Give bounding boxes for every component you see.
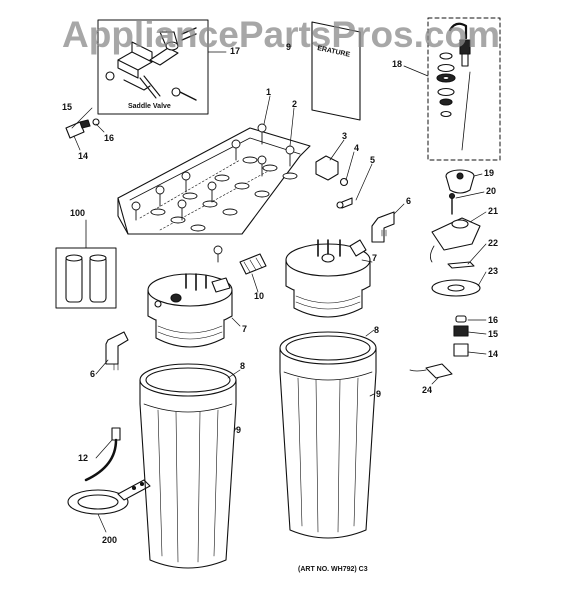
faucet-base-parts [430, 169, 481, 297]
callout-9-manual: 9 [286, 42, 292, 52]
faucet-fittings-right [453, 315, 469, 357]
art-number: (ART NO. WH792) C3 [298, 566, 368, 573]
callout-200: 200 [102, 535, 118, 545]
owners-manual [311, 21, 361, 121]
filter-housing-left [139, 363, 237, 569]
callout-15-right: 15 [488, 329, 499, 339]
filter-head-right [285, 239, 371, 318]
elbow-fitting-right [371, 211, 395, 243]
callout-15-left: 15 [62, 102, 73, 112]
leader-lines [71, 95, 487, 533]
saddle-valve-inset [97, 19, 209, 115]
watermark: AppliancePartsPros.com [62, 14, 500, 55]
callout-21: 21 [488, 206, 499, 216]
filter-cartridges [55, 219, 117, 309]
bracket-fittings [315, 155, 353, 209]
filter-housing-right [279, 331, 377, 539]
callout-6-left: 6 [90, 369, 96, 379]
callout-14-left: 14 [78, 151, 89, 161]
pipe-nipple [239, 253, 267, 275]
callout-9-right: 9 [376, 389, 382, 399]
callout-8-left: 8 [240, 361, 246, 371]
callout-3: 3 [342, 131, 348, 141]
saddle-fittings-left [65, 118, 100, 139]
callout-100: 100 [70, 208, 86, 218]
leak-sensor [409, 363, 453, 379]
callout-20: 20 [486, 186, 497, 196]
tubing [84, 427, 121, 482]
callout-1: 1 [266, 87, 272, 97]
callout-23: 23 [488, 266, 499, 276]
callout-7-right: 7 [372, 253, 378, 263]
callout-17: 17 [230, 46, 241, 56]
callout-2: 2 [292, 99, 298, 109]
callout-7-left: 7 [242, 324, 248, 334]
mounting-bracket [117, 123, 311, 263]
callout-5: 5 [370, 155, 376, 165]
callout-12: 12 [78, 453, 89, 463]
callout-19: 19 [484, 168, 495, 178]
callout-18: 18 [392, 59, 403, 69]
elbow-fitting-left [105, 331, 129, 371]
callout-14-right: 14 [488, 349, 499, 359]
callout-22: 22 [488, 238, 499, 248]
faucet-kit-box [427, 17, 501, 161]
callout-8-right: 8 [374, 325, 380, 335]
callout-4: 4 [354, 143, 360, 153]
filter-head-left [147, 273, 233, 348]
saddle-valve-label: Saddle Valve [128, 103, 171, 110]
callout-10: 10 [254, 291, 265, 301]
callout-16-left: 16 [104, 133, 115, 143]
callout-16-right: 16 [488, 315, 499, 325]
callout-9-left: 9 [236, 425, 242, 435]
callout-6-right: 6 [406, 196, 412, 206]
housing-wrench [67, 479, 151, 515]
callout-24: 24 [422, 385, 433, 395]
